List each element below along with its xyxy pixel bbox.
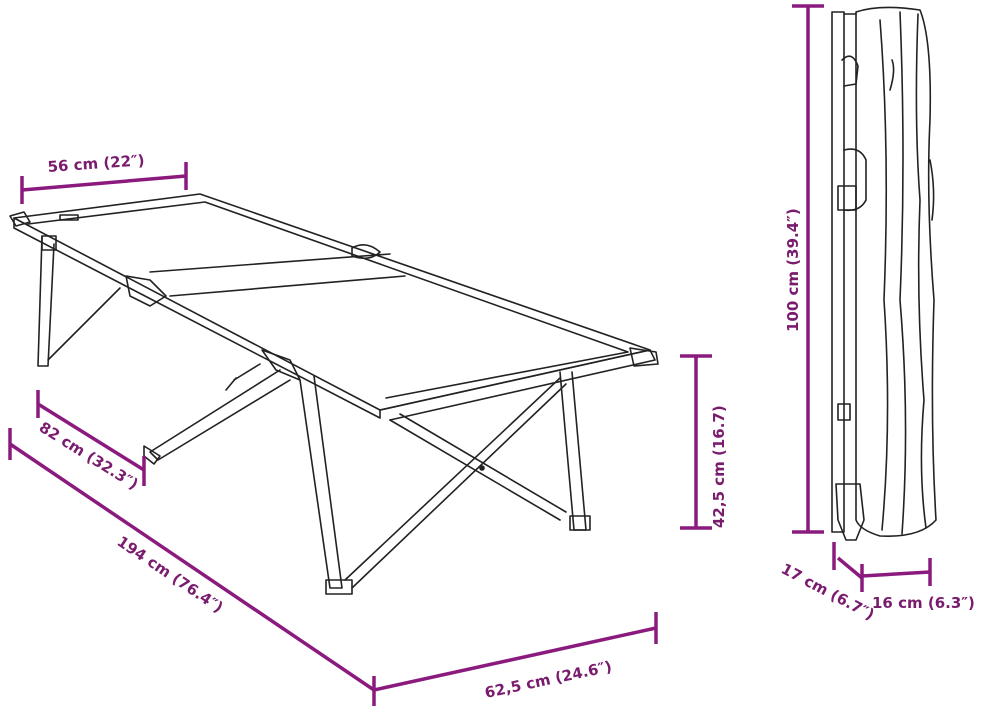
folded-frame (831, 11, 845, 533)
dim-label-width-bottom: 62,5 cm (24.6″) (483, 657, 613, 702)
folded-bag (855, 6, 937, 537)
dim-label-width-top: 56 cm (22″) (47, 151, 145, 176)
camp-bed-illustration (9, 193, 659, 595)
dimension-lines (8, 4, 932, 706)
dim-label-height: 42,5 cm (16.7) (710, 405, 728, 528)
dim-label-length: 194 cm (76.4″) (114, 532, 227, 616)
dim-label-leg-width: 82 cm (32.3″) (36, 418, 142, 493)
bed-fabric-top (13, 193, 651, 411)
folded-bed-illustration (831, 6, 937, 541)
dim-label-folded-height: 100 cm (39.4″) (784, 208, 802, 332)
dim-label-folded-width: 16 cm (6.3″) (872, 594, 975, 612)
bed-leg-left (37, 235, 55, 367)
